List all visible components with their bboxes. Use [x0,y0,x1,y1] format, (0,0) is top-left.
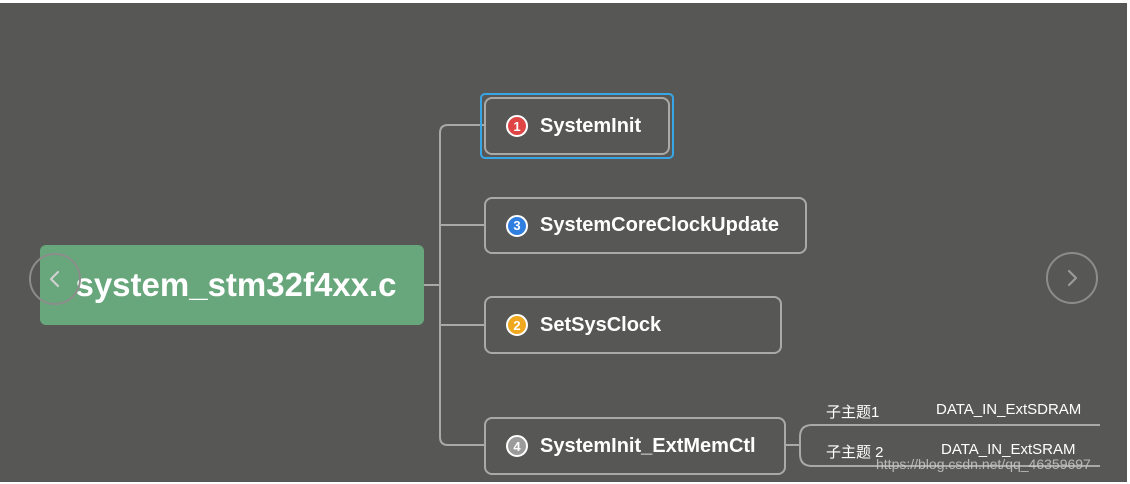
root-topic[interactable]: system_stm32f4xx.c [40,245,424,325]
priority-3-icon: 3 [506,214,528,237]
priority-1-icon: 1 [506,115,528,137]
root-topic-label: system_stm32f4xx.c [75,266,397,303]
topic-label: SystemInit_ExtMemCtl [540,434,756,457]
watermark: https://blog.csdn.net/qq_46359697 [876,456,1091,472]
topic-label: SetSysClock [540,313,662,336]
subtopic-2-label[interactable]: 子主题 2 [826,444,884,461]
topic-label: SystemInit [540,114,642,137]
subtopic-1-label[interactable]: 子主题1 [826,404,880,421]
chevron-left-icon [49,270,60,288]
selection-highlight [480,93,674,159]
subtopic-1-value[interactable]: DATA_IN_ExtSDRAM [936,401,1082,418]
topic-systeminit-extmemctl[interactable]: 4 SystemInit_ExtMemCtl [484,417,786,475]
chevron-right-icon [1067,269,1078,287]
priority-2-icon: 2 [506,314,528,336]
next-button[interactable] [1046,252,1098,304]
topic-setsysclock[interactable]: 2 SetSysClock [484,296,782,354]
previous-button[interactable] [29,253,81,305]
topic-label: SystemCoreClockUpdate [540,214,779,236]
topic-systemcoreclockupdate[interactable]: 3 SystemCoreClockUpdate [484,197,807,254]
topic-systeminit[interactable]: 1 SystemInit [484,97,670,155]
subtopic-2-value[interactable]: DATA_IN_ExtSRAM [941,441,1076,458]
priority-4-icon: 4 [506,435,528,457]
